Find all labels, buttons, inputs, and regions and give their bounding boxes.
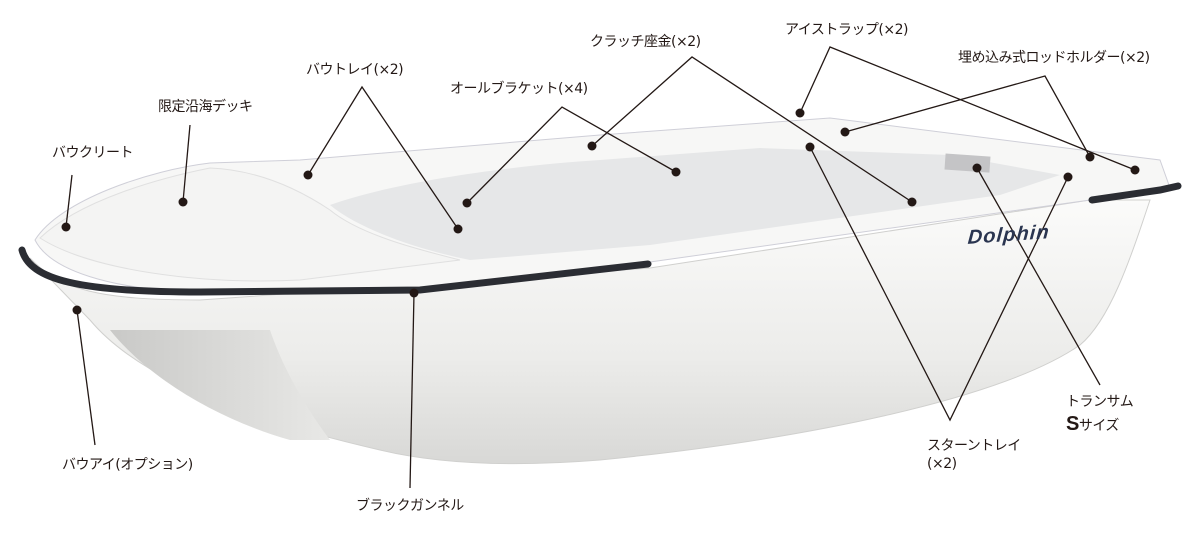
label-bow-tray: バウトレイ(×2) <box>306 62 404 78</box>
label-bow-cleat: バウクリート <box>52 145 134 161</box>
bow-deck-cover <box>39 167 461 282</box>
label-rod-holder: 埋め込み式ロッドホルダー(×2) <box>958 50 1150 66</box>
label-transom-line1: トランサム <box>1066 394 1134 410</box>
black-gunwale-stern <box>1088 182 1182 204</box>
label-transom: トランサム Sサイズ <box>1066 393 1134 435</box>
label-stern-tray: スターントレイ (×2) <box>927 437 1021 473</box>
transom-plate <box>944 153 991 173</box>
label-eye-strap: アイストラップ(×2) <box>785 22 908 38</box>
keel <box>110 330 330 440</box>
label-bow-eye: バウアイ(オプション) <box>62 457 193 473</box>
black-gunwale <box>18 246 652 296</box>
callout-lines <box>65 46 1136 489</box>
label-transom-size-suffix: サイズ <box>1078 418 1120 434</box>
callout-dots <box>61 108 1140 315</box>
label-clutch-washer: クラッチ座金(×2) <box>590 34 701 50</box>
label-oar-bracket: オールブラケット(×4) <box>450 81 588 97</box>
label-limited-coastal-deck: 限定沿海デッキ <box>158 99 253 115</box>
label-stern-tray-line2: (×2) <box>927 456 957 472</box>
label-stern-tray-line1: スターントレイ <box>927 438 1021 454</box>
label-transom-size-letter: S <box>1066 413 1079 435</box>
label-black-gunwale: ブラックガンネル <box>356 498 464 514</box>
interior <box>330 148 1060 260</box>
